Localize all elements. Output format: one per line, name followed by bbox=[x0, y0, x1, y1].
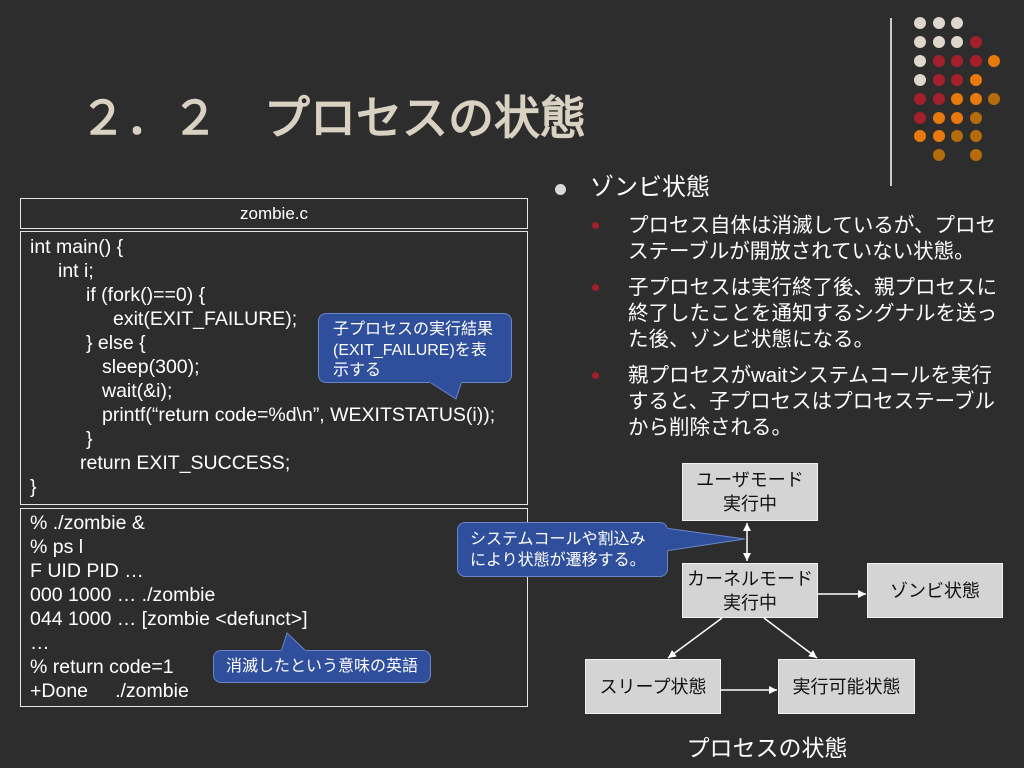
decor-dot bbox=[951, 93, 963, 105]
output-line: +Done ./zombie bbox=[30, 680, 189, 702]
arrow-kernel-to-sleep bbox=[667, 617, 723, 659]
sub-bullet-item: 子プロセスは実行終了後、親プロセスに 終了したことを通知するシグナルを送っ た後… bbox=[592, 275, 1012, 353]
decor-dot bbox=[933, 55, 945, 67]
state-label: カーネルモード bbox=[687, 568, 813, 589]
state-zombie: ゾンビ状態 bbox=[867, 563, 1003, 618]
decor-dot bbox=[914, 93, 926, 105]
callout-state-transition: システムコールや割込み により状態が遷移する。 bbox=[457, 522, 668, 577]
decor-dot bbox=[970, 149, 982, 161]
decor-dot bbox=[933, 17, 945, 29]
sub-bullet-line: ステーブルが開放されていない状態。 bbox=[628, 240, 975, 263]
code-line: } bbox=[30, 476, 37, 498]
code-line: int main() { bbox=[30, 236, 124, 258]
decor-dot bbox=[970, 74, 982, 86]
callout-line: (EXIT_FAILURE)を表 bbox=[333, 341, 487, 359]
callout-line: により状態が遷移する。 bbox=[470, 551, 646, 569]
decor-dot bbox=[914, 55, 926, 67]
state-kernel-mode: カーネルモード 実行中 bbox=[682, 563, 818, 618]
callout-defunct: 消滅したという意味の英語 bbox=[213, 650, 431, 683]
decor-dot bbox=[970, 93, 982, 105]
callout-line: 子プロセスの実行結果 bbox=[333, 321, 494, 338]
slide-title: ２．２ プロセスの状態 bbox=[80, 92, 586, 144]
code-line: if (fork()==0) { bbox=[86, 284, 206, 306]
decor-dot bbox=[914, 130, 926, 142]
callout-state-transition-pointer-edge bbox=[667, 527, 746, 552]
decor-dot bbox=[933, 93, 945, 105]
output-line: 000 1000 … ./zombie bbox=[30, 584, 216, 606]
sub-bullet-item: プロセス自体は消滅しているが、プロセ ステーブルが開放されていない状態。 bbox=[592, 213, 1012, 265]
terminal-output-block: % ./zombie & % ps l F UID PID … 000 1000… bbox=[20, 508, 528, 707]
sub-bullet-line: プロセス自体は消滅しているが、プロセ bbox=[628, 214, 996, 237]
decor-dot bbox=[933, 149, 945, 161]
state-label: 実行中 bbox=[723, 494, 777, 514]
decor-dot bbox=[951, 130, 963, 142]
state-label: スリープ状態 bbox=[599, 676, 707, 697]
sub-bullet-line: すると、子プロセスはプロセステーブル bbox=[628, 390, 995, 413]
sub-bullet-dot bbox=[592, 222, 599, 229]
output-line: % ps l bbox=[30, 536, 84, 558]
output-line: 044 1000 … [zombie <defunct>] bbox=[30, 608, 308, 630]
decor-dot bbox=[988, 55, 1000, 67]
code-line: exit(EXIT_FAILURE); bbox=[113, 308, 298, 330]
decor-dot bbox=[933, 36, 945, 48]
decor-dot bbox=[951, 36, 963, 48]
decor-dot bbox=[933, 74, 945, 86]
state-label: 実行可能状態 bbox=[792, 676, 901, 697]
decor-dot bbox=[970, 112, 982, 124]
diagram-caption: プロセスの状態 bbox=[686, 735, 848, 761]
callout-exit-failure: 子プロセスの実行結果 (EXIT_FAILURE)を表 示する bbox=[318, 313, 512, 383]
sub-bullet-list: プロセス自体は消滅しているが、プロセ ステーブルが開放されていない状態。 子プロ… bbox=[592, 213, 1012, 451]
bullet-dot bbox=[555, 184, 566, 195]
code-line: } else { bbox=[86, 332, 146, 354]
code-line: printf(“return code=%d\n”, WEXITSTATUS(i… bbox=[102, 404, 496, 426]
sub-bullet-dot bbox=[592, 284, 599, 291]
decor-dot bbox=[951, 112, 963, 124]
sub-bullet-line: た後、ゾンビ状態になる。 bbox=[628, 328, 874, 351]
sub-bullet-line: 終了したことを通知するシグナルを送っ bbox=[628, 302, 997, 325]
output-line: F UID PID … bbox=[30, 560, 144, 582]
callout-line: システムコールや割込み bbox=[470, 531, 646, 548]
code-filename-header: zombie.c bbox=[20, 198, 528, 229]
title-divider bbox=[890, 18, 892, 186]
sub-bullet-line: から削除される。 bbox=[628, 416, 792, 439]
bullet-heading: ゾンビ状態 bbox=[590, 174, 710, 201]
state-label: ゾンビ状態 bbox=[890, 580, 980, 601]
decor-dot bbox=[914, 74, 926, 86]
output-line: % return code=1 bbox=[30, 656, 174, 678]
callout-state-transition-pointer bbox=[665, 528, 745, 551]
decor-dot bbox=[951, 17, 963, 29]
state-sleep: スリープ状態 bbox=[585, 659, 721, 714]
decor-dot bbox=[914, 112, 926, 124]
code-line: int i; bbox=[58, 260, 94, 282]
decor-dot bbox=[914, 17, 926, 29]
state-user-mode: ユーザモード 実行中 bbox=[682, 463, 818, 521]
code-line: wait(&i); bbox=[102, 380, 173, 402]
decor-dot bbox=[914, 36, 926, 48]
sub-bullet-line: 親プロセスがwaitシステムコールを実行 bbox=[628, 364, 992, 387]
sub-bullet-dot bbox=[592, 372, 599, 379]
code-line: sleep(300); bbox=[102, 356, 200, 378]
decor-dot bbox=[970, 55, 982, 67]
decor-dot bbox=[951, 55, 963, 67]
sub-bullet-item: 親プロセスがwaitシステムコールを実行 すると、子プロセスはプロセステーブル … bbox=[592, 363, 1012, 441]
source-code-block: int main() { int i; if (fork()==0) { exi… bbox=[20, 231, 528, 505]
state-runnable: 実行可能状態 bbox=[778, 659, 915, 714]
decor-dot bbox=[933, 130, 945, 142]
decor-dot bbox=[933, 112, 945, 124]
code-filename: zombie.c bbox=[239, 204, 309, 223]
arrow-kernel-to-runnable bbox=[763, 617, 818, 659]
decor-dot bbox=[970, 130, 982, 142]
code-line: } bbox=[86, 428, 93, 450]
code-line: return EXIT_SUCCESS; bbox=[80, 452, 291, 474]
sub-bullet-line: 子プロセスは実行終了後、親プロセスに bbox=[628, 276, 997, 299]
state-label: 実行中 bbox=[723, 592, 777, 613]
output-line: … bbox=[30, 632, 50, 654]
decor-dot bbox=[970, 36, 982, 48]
callout-line: 示する bbox=[333, 362, 382, 379]
decor-dot bbox=[988, 93, 1000, 105]
output-line: % ./zombie & bbox=[30, 512, 145, 534]
state-label: ユーザモード bbox=[696, 470, 804, 490]
decor-dot bbox=[951, 74, 963, 86]
